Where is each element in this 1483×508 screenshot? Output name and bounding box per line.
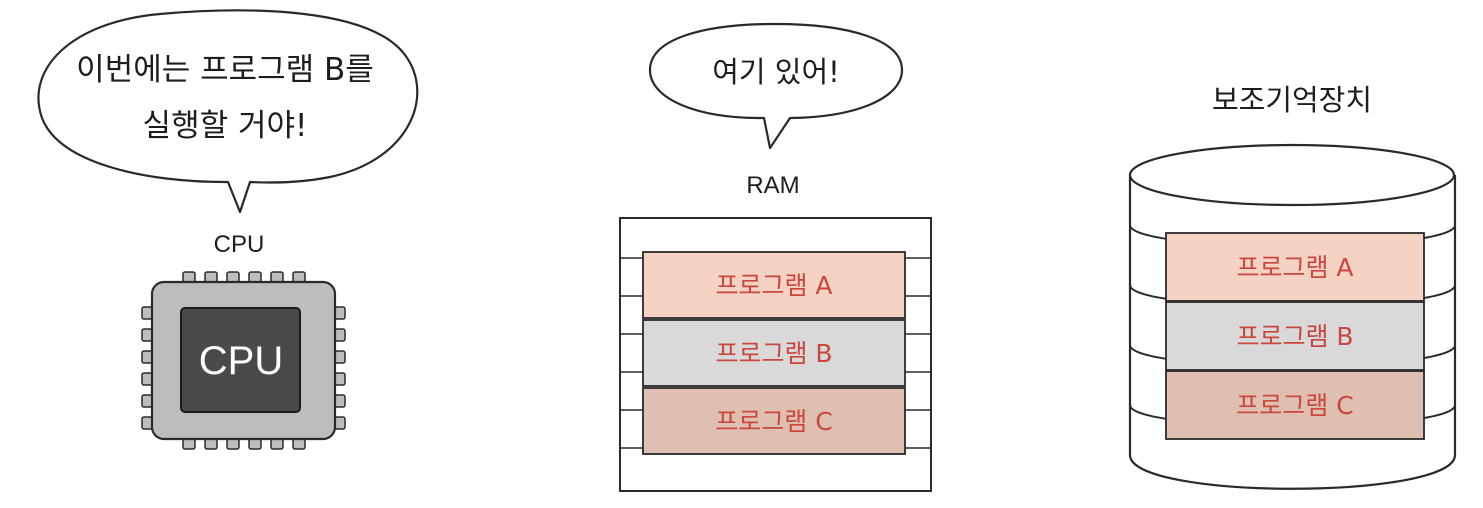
storage-program-a-label: 프로그램 A xyxy=(1236,253,1353,282)
ram-speech-bubble: 여기 있어! xyxy=(648,22,904,150)
cylinder-top xyxy=(1128,143,1456,207)
cpu-chip: CPU xyxy=(141,271,346,450)
ram-label: RAM xyxy=(746,172,799,199)
storage-program-c xyxy=(1165,370,1425,440)
ram-program-a xyxy=(642,251,906,319)
storage-label: 보조기억장치 xyxy=(1212,83,1372,117)
ram-side-ticks xyxy=(620,257,931,449)
ram-program-c xyxy=(642,387,906,455)
ram-program-c-label: 프로그램 C xyxy=(715,407,832,436)
storage-program-a xyxy=(1165,232,1425,302)
ram-speech-text: 여기 있어! xyxy=(712,55,840,89)
chip-die xyxy=(180,307,301,413)
chip-text: CPU xyxy=(199,339,283,383)
ram-program-b xyxy=(642,319,906,387)
ram-program-b-label: 프로그램 B xyxy=(715,339,832,368)
cpu-speech-line1: 이번에는 프로그램 B를 xyxy=(76,52,374,88)
ram-program-a-label: 프로그램 A xyxy=(715,271,832,300)
storage-cylinder: 프로그램 A 프로그램 B 프로그램 C xyxy=(1128,143,1457,490)
storage-program-c-label: 프로그램 C xyxy=(1236,391,1353,420)
storage-program-b xyxy=(1165,301,1425,371)
cpu-speech-line2: 실행할 거야! xyxy=(143,108,308,144)
ram-module: 프로그램 A 프로그램 B 프로그램 C xyxy=(619,217,932,492)
storage-program-b-label: 프로그램 B xyxy=(1236,322,1353,351)
cpu-label: CPU xyxy=(214,231,265,258)
cpu-speech-bubble: 이번에는 프로그램 B를 실행할 거야! xyxy=(37,9,419,214)
